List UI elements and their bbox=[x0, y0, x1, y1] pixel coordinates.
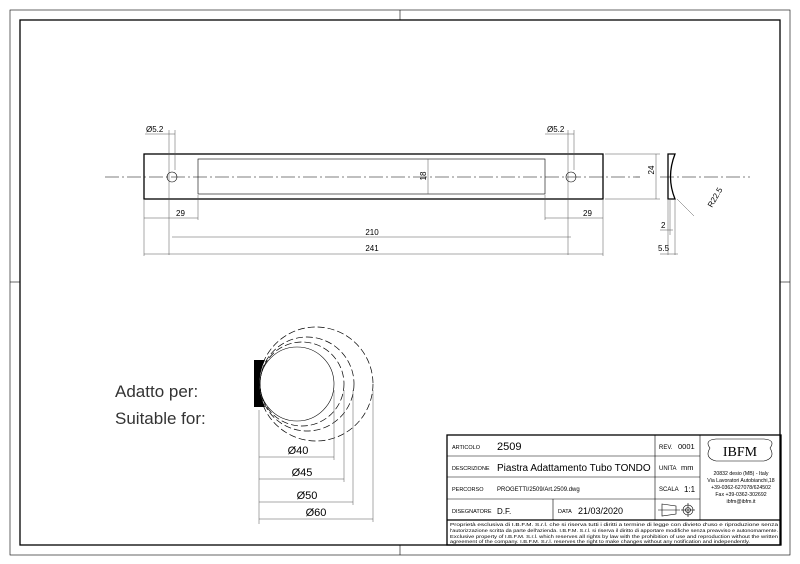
tube-60 bbox=[258, 326, 374, 442]
dim-d60: Ø60 bbox=[306, 507, 327, 519]
dim-d40: Ø40 bbox=[288, 445, 309, 457]
dim-hole-left: Ø5.2 bbox=[146, 125, 164, 134]
percorso-value: PROGETTI/2509/Art.2509.dwg bbox=[497, 487, 580, 493]
data-value: 21/03/2020 bbox=[578, 506, 623, 516]
outer-border bbox=[9, 9, 791, 556]
dim-offset-left: 29 bbox=[176, 209, 185, 218]
projection-symbol-icon bbox=[658, 503, 695, 517]
articolo-value: 2509 bbox=[497, 441, 521, 453]
hole-right bbox=[565, 171, 577, 183]
dim-hole-spacing: 210 bbox=[365, 228, 379, 237]
articolo-label: ARTICOLO bbox=[452, 445, 481, 451]
tube-50 bbox=[259, 336, 355, 432]
side-profile bbox=[667, 153, 676, 200]
notes-line: Proprietà esclusiva di I.B.F.M. S.r.l. c… bbox=[450, 522, 779, 527]
dim-hole-right: Ø5.2 bbox=[547, 125, 565, 134]
dim-height: 24 bbox=[647, 165, 656, 174]
logo-text: IBFM bbox=[723, 445, 758, 460]
dim-d45: Ø45 bbox=[292, 467, 313, 479]
address-line: Via Lavoratori Autobianchi,18 bbox=[707, 478, 775, 484]
dim-radius: R22.5 bbox=[706, 186, 725, 209]
tube-40 bbox=[259, 346, 335, 422]
percorso-label: PERCORSO bbox=[452, 487, 484, 493]
plate-outline bbox=[143, 153, 604, 200]
scala-label: SCALA bbox=[659, 487, 679, 493]
hole-left bbox=[166, 171, 178, 183]
title-block: ARTICOLO 2509 REV. 0001 DESCRIZIONE Pias… bbox=[446, 434, 782, 546]
dim-length: 241 bbox=[365, 244, 379, 253]
zone-marks bbox=[10, 10, 790, 555]
rev-label: REV. bbox=[659, 445, 673, 451]
side-view: R22.5 2 5.5 bbox=[658, 153, 750, 255]
rev-value: 0001 bbox=[678, 442, 695, 451]
plate-section bbox=[254, 360, 265, 407]
dim-thin-wall: 2 bbox=[661, 221, 666, 230]
slot-outline bbox=[197, 158, 546, 195]
ibfm-logo bbox=[707, 438, 773, 462]
address-line: Fax +39-0362-302692 bbox=[715, 492, 766, 498]
disegnatore-value: D.F. bbox=[497, 507, 511, 516]
label-adatto: Adatto per: bbox=[115, 382, 198, 401]
dim-slot-height: 18 bbox=[419, 171, 428, 180]
tube-45 bbox=[259, 341, 345, 427]
disegnatore-label: DISEGNATORE bbox=[452, 509, 492, 515]
notes-line: agreement of the company. I.B.F.M. S.r.l… bbox=[450, 539, 750, 544]
dim-offset-right: 29 bbox=[583, 209, 592, 218]
descrizione-value: Piastra Adattamento Tubo TONDO bbox=[497, 463, 651, 474]
notes-line: Exclusive property of I.B.F.M. S.r.l. wh… bbox=[450, 534, 779, 539]
front-view: Ø5.2 Ø5.2 18 24 29 29 210 241 bbox=[105, 125, 660, 256]
dim-d50: Ø50 bbox=[297, 490, 318, 502]
scala-value: 1:1 bbox=[684, 485, 696, 494]
descrizione-label: DESCRIZIONE bbox=[452, 466, 490, 472]
address-line: +39-0362-627078/624502 bbox=[711, 485, 771, 491]
address-line: ibfm@ibfm.it bbox=[727, 499, 756, 505]
unita-value: mm bbox=[681, 463, 694, 472]
label-suitable: Suitable for: bbox=[115, 409, 206, 428]
address-line: 20832 desio (MB) - Italy bbox=[713, 471, 768, 477]
data-label: DATA bbox=[558, 509, 572, 515]
dim-thickness: 5.5 bbox=[658, 244, 670, 253]
unita-label: UNITA bbox=[659, 466, 677, 472]
notes-line: l'autorizzazione scritta da parte dell'a… bbox=[450, 528, 778, 533]
suitable-for-section: Adatto per: Suitable for: Ø40 Ø45 Ø50 Ø6… bbox=[115, 326, 374, 524]
